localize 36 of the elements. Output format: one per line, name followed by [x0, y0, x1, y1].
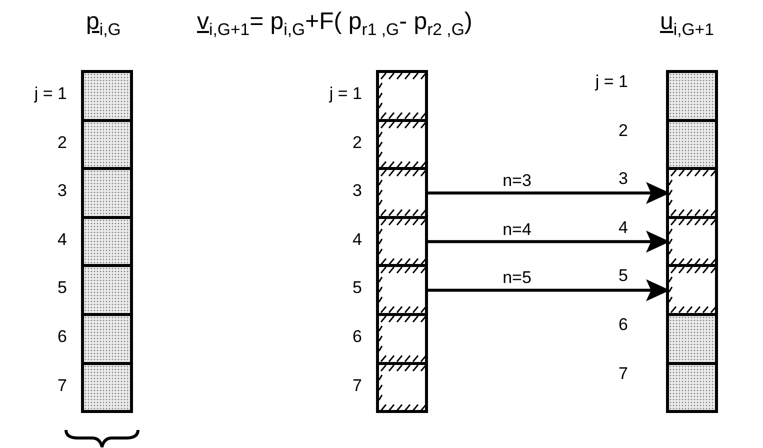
row-index: 7	[58, 376, 67, 396]
row-index: 4	[58, 230, 67, 250]
hatched-cell	[376, 313, 428, 365]
row-index: 7	[352, 376, 362, 396]
row-index: 2	[58, 132, 67, 153]
row-index: 6	[58, 327, 67, 347]
hatched-cell	[376, 70, 428, 122]
hatched-cell	[376, 264, 428, 316]
dotted-cell	[666, 313, 718, 365]
row-index: 3	[618, 169, 628, 190]
row-index: 4	[618, 218, 628, 238]
dotted-cell	[81, 313, 133, 365]
vector-label: v$_{i,G+1}$= p$_{i,G}$+F( p$_{r1 ,G}$- p$_{r2 ,G}$)	[197, 8, 472, 40]
row-index: j = 1	[34, 84, 67, 104]
dotted-cell	[81, 264, 133, 316]
vector-label: p$_{i,G}$	[86, 8, 121, 40]
row-index: 2	[618, 120, 628, 141]
hatched-cell	[666, 264, 718, 316]
row-index: 5	[352, 278, 362, 298]
row-index: 5	[58, 278, 67, 298]
row-index: 7	[618, 364, 628, 384]
row-index: 4	[352, 230, 362, 250]
row-index: 5	[618, 266, 628, 286]
dotted-cell	[666, 70, 718, 122]
row-index: 6	[352, 327, 362, 347]
row-index: j = 1	[329, 84, 362, 104]
row-index: 6	[618, 315, 628, 335]
hatched-cell	[376, 167, 428, 219]
hatched-cell	[666, 167, 718, 219]
vector-label: u$_{i,G+1}$	[660, 8, 714, 40]
row-index: 2	[352, 132, 362, 153]
dotted-cell	[81, 70, 133, 122]
row-index: j = 1	[595, 72, 628, 92]
dotted-cell	[81, 167, 133, 219]
row-index: 3	[352, 181, 362, 202]
row-index: 3	[58, 181, 67, 202]
